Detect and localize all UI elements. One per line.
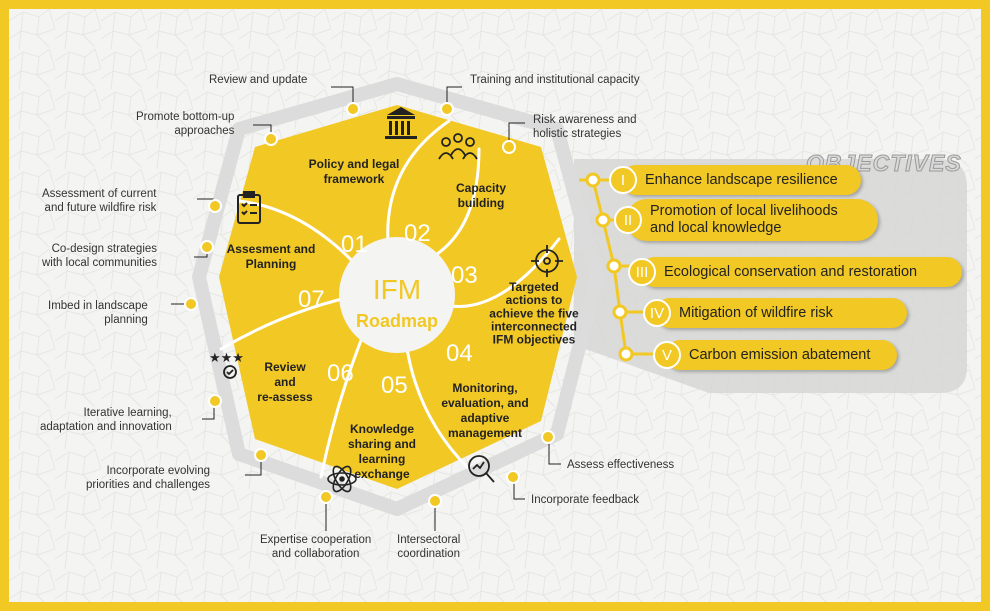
objective-5: V Carbon emission abatement [653, 340, 897, 370]
petal-title-line: actions to [506, 293, 563, 307]
label-incorporate-evolving: Incorporate evolving priorities and chal… [86, 465, 211, 492]
objective-3-numeral: III [628, 258, 656, 286]
label-iterative: Iterative learning, adaptation and innov… [40, 407, 172, 434]
petal-title-line: learning [359, 452, 406, 466]
stars-check-icon: ★★★ [209, 351, 244, 379]
petal-title-line: Knowledge [350, 422, 414, 436]
label-codesign: Co-design strategies with local communit… [42, 243, 158, 270]
courthouse-icon [385, 107, 417, 139]
petal-title-line: adaptive [461, 411, 510, 425]
petal-title-line: management [448, 426, 522, 440]
objective-4: IV Mitigation of wildfire risk [643, 298, 907, 328]
petal-title-line: Capacity [456, 181, 506, 195]
petal-num-05: 05 [381, 372, 408, 399]
label-incorporate-feedback: Incorporate feedback [531, 494, 640, 506]
label-review-update: Review and update [209, 74, 308, 86]
objective-1: I Enhance landscape resilience [609, 165, 861, 195]
petal-title-line: re-assess [257, 390, 313, 404]
clipboard-icon [237, 191, 261, 224]
target-icon [531, 245, 563, 277]
objective-5-numeral: V [653, 341, 681, 369]
petal-title-line: Targeted [509, 280, 559, 294]
objective-2-numeral: II [614, 206, 642, 234]
petal-num-03: 03 [451, 262, 478, 289]
label-assessment-risk: Assessment of current and future wildfir… [42, 188, 157, 215]
atom-icon [327, 465, 357, 493]
petal-title-line: Planning [246, 257, 297, 271]
petal-num-01: 01 [341, 231, 368, 258]
petal-title-line: framework [324, 172, 385, 186]
objective-1-numeral: I [609, 166, 637, 194]
center-subtitle: Roadmap [356, 311, 438, 331]
petal-title-line: building [458, 196, 505, 210]
label-assess-effectiveness: Assess effectiveness [567, 459, 675, 471]
connector-dots [184, 102, 555, 508]
label-risk-awareness: Risk awareness and holistic strategies [533, 114, 637, 141]
objective-4-numeral: IV [643, 299, 671, 327]
petal-disc [219, 105, 577, 489]
petal-num-07: 07 [298, 286, 325, 313]
petal-title-line: evaluation, and [441, 396, 528, 410]
petal-title-line: achieve the five [489, 306, 579, 320]
objective-3-text: Ecological conservation and restoration [664, 263, 918, 280]
team-icon [438, 133, 478, 160]
search-chart-icon [468, 455, 495, 483]
objective-4-text: Mitigation of wildfire risk [679, 304, 833, 321]
objectives-nodes [585, 172, 634, 362]
petal-num-06: 06 [327, 360, 354, 387]
petal-title-line: interconnected [491, 319, 577, 333]
objective-2: II Promotion of local livelihoods and lo… [614, 199, 878, 241]
objective-2-text: Promotion of local livelihoods and local… [650, 203, 838, 236]
label-training: Training and institutional capacity [470, 74, 640, 86]
petal-title-line: IFM objectives [493, 333, 576, 347]
petal-title-line: Monitoring, [452, 381, 517, 395]
label-expertise: Expertise cooperation and collaboration [260, 534, 372, 561]
petal-title-line: Assesment and [227, 242, 316, 256]
objective-5-text: Carbon emission abatement [689, 346, 871, 363]
petal-title-line: Policy and legal [309, 157, 400, 171]
objective-3: III Ecological conservation and restorat… [628, 257, 962, 287]
center-title: IFM [373, 274, 421, 305]
petal-num-04: 04 [446, 340, 473, 367]
petal-title-line: and [274, 375, 295, 389]
label-connectors [171, 86, 561, 531]
petal-title-line: sharing and [348, 437, 416, 451]
svg-text:★★★: ★★★ [209, 351, 244, 366]
petal-title-line: exchange [354, 467, 410, 481]
label-intersectoral: Intersectoral coordination [397, 534, 461, 561]
label-promote: Promote bottom-up approaches [136, 111, 235, 138]
objective-1-text: Enhance landscape resilience [645, 171, 838, 188]
outer-frame [192, 77, 604, 516]
petal-title-line: Review [264, 360, 306, 374]
petal-num-02: 02 [404, 220, 431, 247]
label-imbed: Imbed in landscape planning [48, 300, 148, 327]
